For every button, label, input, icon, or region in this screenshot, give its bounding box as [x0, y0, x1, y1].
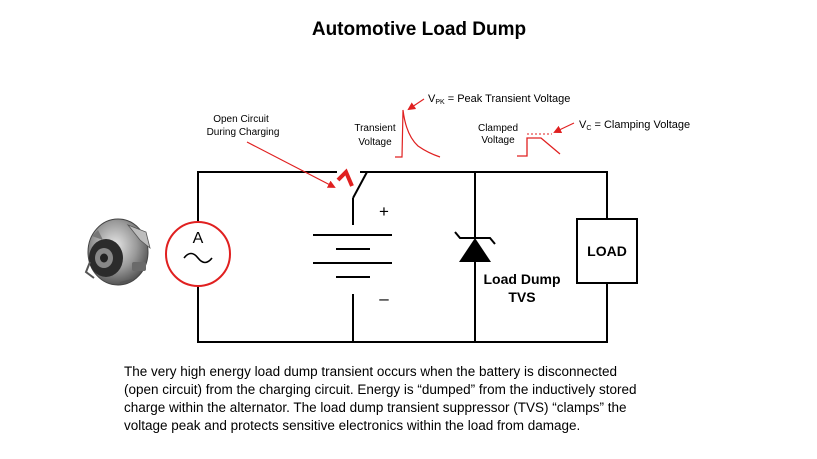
- caption-line: (open circuit) from the charging circuit…: [124, 382, 637, 397]
- clamped-waveform-icon: [517, 137, 561, 157]
- battery-minus-label: –: [379, 289, 389, 308]
- open-circuit-marker-icon: [336, 168, 354, 187]
- source-letter: A: [193, 230, 204, 247]
- tvs-label-line2: TVS: [508, 289, 535, 305]
- clamped-label-line1: Clamped: [478, 123, 518, 134]
- battery-plus-label: +: [379, 202, 389, 221]
- vc-arrow-icon: [553, 122, 575, 134]
- page-title: Automotive Load Dump: [312, 19, 526, 40]
- tvs-diode-symbol: [454, 231, 496, 262]
- open-circuit-arrow-icon: [246, 141, 336, 188]
- sine-wave-icon: [183, 252, 213, 264]
- load-label: LOAD: [587, 243, 627, 259]
- vc-label: VC = Clamping Voltage: [579, 119, 690, 132]
- clamped-label-line2: Voltage: [481, 135, 515, 146]
- caption-line: charge within the alternator. The load d…: [124, 400, 627, 415]
- caption-line: The very high energy load dump transient…: [124, 364, 618, 379]
- vpk-label: VPK = Peak Transient Voltage: [428, 93, 570, 106]
- circuit-wires: [197, 171, 608, 343]
- vpk-arrow-icon: [407, 98, 425, 111]
- open-circuit-label-line2: During Charging: [207, 127, 280, 138]
- description-paragraph: The very high energy load dump transient…: [124, 363, 724, 435]
- transient-label-line1: Transient: [354, 123, 396, 134]
- tvs-label-line1: Load Dump: [484, 271, 561, 287]
- transient-label-line2: Voltage: [358, 137, 392, 148]
- open-switch: [352, 171, 368, 199]
- alternator-photo-icon: [84, 218, 151, 286]
- open-circuit-label-line1: Open Circuit: [213, 114, 269, 125]
- ac-source: A: [165, 221, 231, 287]
- transient-waveform-icon: [395, 109, 441, 158]
- load-box: [576, 218, 638, 284]
- caption-line: voltage peak and protects sensitive elec…: [124, 418, 581, 433]
- battery-symbol: [313, 234, 392, 278]
